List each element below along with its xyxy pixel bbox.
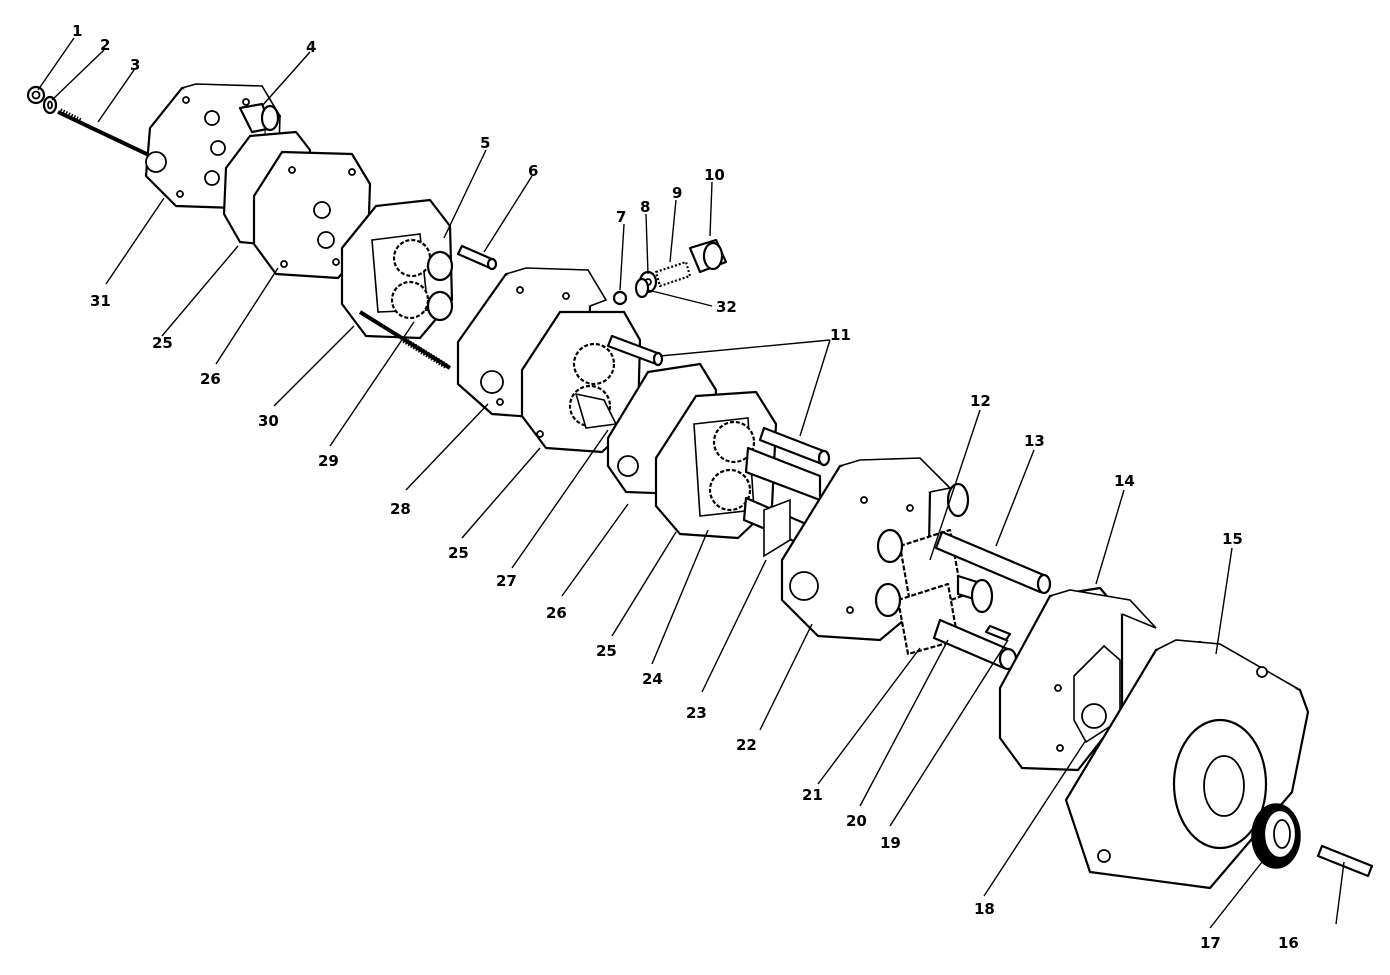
callout-7: 7 bbox=[616, 208, 626, 226]
callout-23: 23 bbox=[686, 704, 707, 722]
callout-29: 29 bbox=[318, 452, 339, 470]
callout-9: 9 bbox=[672, 184, 682, 202]
pin-part-11-upper bbox=[606, 334, 664, 367]
callout-6: 6 bbox=[528, 162, 538, 180]
callout-10: 10 bbox=[704, 166, 725, 184]
callout-21: 21 bbox=[802, 786, 823, 804]
pin-part-11-lower bbox=[758, 426, 831, 467]
callout-13: 13 bbox=[1024, 432, 1045, 450]
callout-8: 8 bbox=[640, 198, 650, 216]
tie-rod-lower bbox=[358, 310, 452, 370]
callout-27: 27 bbox=[496, 572, 517, 590]
callout-19: 19 bbox=[880, 834, 901, 852]
callout-5: 5 bbox=[480, 134, 490, 152]
seal-part-23 bbox=[763, 498, 791, 558]
callout-26-rear: 26 bbox=[200, 370, 221, 388]
nut-part-1 bbox=[26, 85, 46, 105]
callout-3: 3 bbox=[130, 56, 140, 74]
callout-25-middle: 25 bbox=[596, 642, 617, 660]
callout-28: 28 bbox=[390, 500, 411, 518]
callout-4: 4 bbox=[306, 38, 316, 56]
callout-18: 18 bbox=[974, 900, 995, 918]
gear-part-29 bbox=[390, 238, 454, 322]
callout-25-center: 25 bbox=[448, 544, 469, 562]
callout-14: 14 bbox=[1114, 472, 1135, 490]
callout-12: 12 bbox=[970, 392, 991, 410]
callout-22: 22 bbox=[736, 736, 757, 754]
pin-part-13 bbox=[934, 530, 1052, 595]
ball-part-7 bbox=[612, 290, 628, 306]
callout-20: 20 bbox=[846, 812, 867, 830]
callout-26-middle: 26 bbox=[546, 604, 567, 622]
callout-2: 2 bbox=[100, 36, 110, 54]
mounting-flange-part-15 bbox=[1064, 639, 1310, 890]
callout-30: 30 bbox=[258, 412, 279, 430]
callout-31: 31 bbox=[90, 292, 111, 310]
callout-25-rear: 25 bbox=[152, 334, 173, 352]
washer-part-2 bbox=[42, 95, 58, 115]
leader-lines bbox=[37, 37, 1345, 929]
callout-16: 16 bbox=[1278, 934, 1299, 952]
callout-17: 17 bbox=[1200, 934, 1221, 952]
callout-1: 1 bbox=[72, 22, 82, 40]
key-part-19 bbox=[984, 624, 1012, 642]
dowel-pin-part-6 bbox=[456, 244, 498, 271]
oring-part-32 bbox=[634, 277, 650, 299]
gear-set-part-24 bbox=[693, 417, 756, 517]
callout-24: 24 bbox=[642, 670, 663, 688]
spring-part-9 bbox=[654, 260, 692, 288]
cap-nut-part-10 bbox=[688, 238, 728, 274]
shaft-part-21 bbox=[956, 574, 994, 614]
key-part-16 bbox=[1316, 844, 1374, 878]
callout-32: 32 bbox=[716, 298, 737, 316]
callout-15: 15 bbox=[1222, 530, 1243, 548]
callout-11: 11 bbox=[830, 326, 851, 344]
callout-labels: 1 2 3 4 5 6 7 8 9 10 11 12 13 14 15 16 1… bbox=[72, 22, 1299, 952]
shaft-seal-part-17 bbox=[1251, 803, 1301, 869]
fitting-part-4 bbox=[238, 102, 280, 134]
